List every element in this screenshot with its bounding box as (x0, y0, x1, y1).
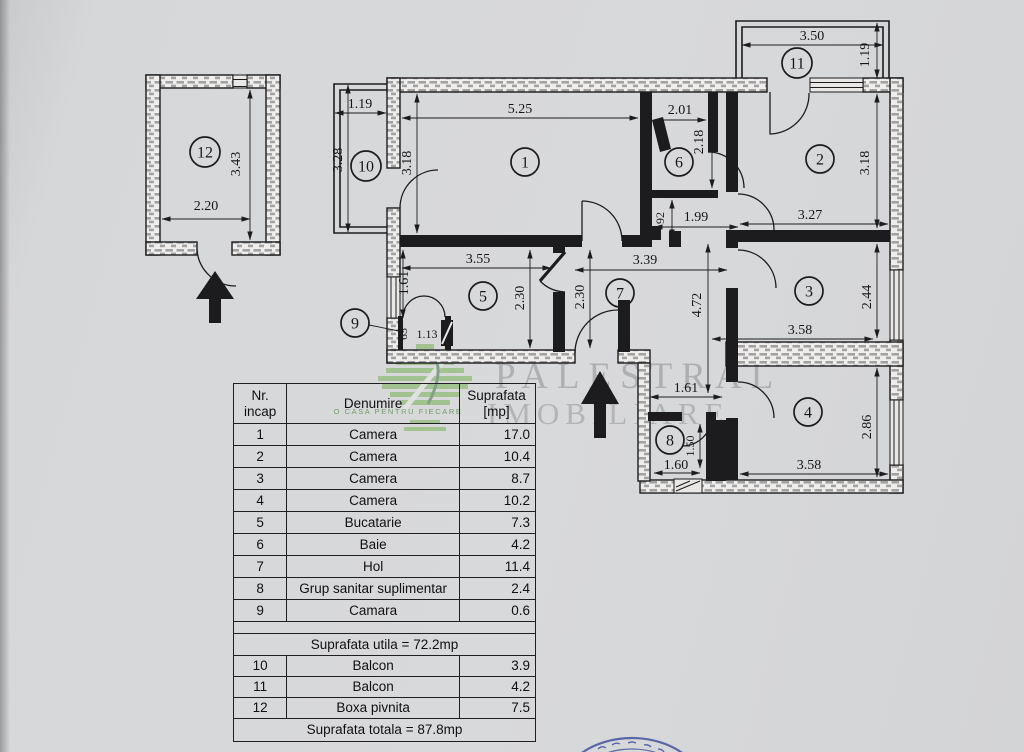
windows (386, 77, 904, 466)
dim-label: 1.19 (858, 43, 873, 68)
dim-label: 3.39 (633, 253, 658, 268)
room-label-9: 9 (340, 308, 405, 338)
svg-text:3: 3 (805, 284, 813, 301)
entrance-arrow-icon (196, 271, 234, 323)
room-label-8: 8 (655, 425, 685, 455)
dim-label: 1.99 (684, 210, 709, 225)
svg-text:1: 1 (521, 155, 529, 172)
room3-window (889, 269, 904, 341)
dim-label: 1.61 (397, 271, 412, 296)
room-numbers: 1 2 3 4 5 6 7 8 9 10 11 12 (189, 47, 835, 455)
header-nr: Nr. (251, 388, 269, 404)
dim-label: 2.44 (860, 285, 875, 310)
room-label-5: 5 (468, 281, 498, 311)
total-label: Suprafata totala = 87.8mp (233, 718, 536, 742)
dim-label: 3.18 (400, 151, 415, 176)
room-label-3: 3 (794, 276, 824, 306)
dim-label: 4.72 (690, 293, 705, 318)
kitchen-window (386, 276, 401, 319)
svg-text:6: 6 (675, 155, 683, 172)
svg-text:12: 12 (197, 145, 213, 162)
dim-label: 92 (653, 212, 667, 224)
room-label-4: 4 (793, 397, 823, 427)
dim-label: 2.20 (194, 199, 219, 214)
room-label-11: 11 (781, 47, 813, 79)
dimension-labels: 1.19 3.28 3.18 5.25 2.01 2.18 3.50 1.19 … (194, 29, 875, 473)
dimension-lines (334, 22, 889, 478)
boxa-door-arc (196, 248, 237, 287)
dim-label: 3.28 (331, 148, 346, 173)
svg-text:4: 4 (804, 405, 812, 422)
room-label-12: 12 (189, 136, 221, 168)
fixtures (441, 117, 703, 494)
room4-window (889, 399, 904, 466)
table-total-row: Suprafata totala = 87.8mp (233, 718, 536, 742)
exterior-walls (386, 77, 904, 494)
dim-label: 2.01 (668, 103, 693, 118)
dim-label: 2.18 (692, 130, 707, 155)
boxa-pivnita-room (145, 74, 281, 323)
dim-label: 3.43 (229, 152, 244, 177)
room-label-2: 2 (805, 144, 835, 174)
dim-label: 1.13 (417, 327, 438, 341)
dim-label: 1.50 (683, 436, 697, 457)
dim-label: 2.86 (860, 415, 875, 440)
dim-label: 3.27 (798, 208, 823, 223)
boxa-vent-window (232, 74, 248, 89)
dim-label: 1.61 (674, 381, 699, 396)
dim-label: 3.50 (800, 29, 825, 44)
dim-label: 1.60 (664, 458, 689, 473)
dim-label: 3.58 (797, 458, 822, 473)
svg-text:2: 2 (816, 152, 824, 169)
subtotal-label: Suprafata utila = 72.2mp (233, 633, 536, 656)
room-label-1: 1 (510, 147, 540, 177)
table-subtotal-row: Suprafata utila = 72.2mp (233, 633, 536, 656)
svg-text:9: 9 (351, 316, 359, 333)
paper-edge-shadow (0, 0, 10, 752)
dim-label: 3.55 (466, 252, 491, 267)
svg-text:11: 11 (789, 56, 804, 73)
balcony-11 (735, 20, 890, 79)
dim-label: 3.58 (788, 323, 813, 338)
svg-text:5: 5 (479, 289, 487, 306)
room2-top-window (809, 77, 864, 93)
dim-label: 2.30 (573, 285, 588, 310)
dim-label: 3.18 (858, 151, 873, 176)
dim-label: 5.25 (508, 102, 533, 117)
svg-text:8: 8 (666, 433, 674, 450)
room-label-10: 10 (350, 150, 382, 182)
header-suprafata: Suprafata (467, 388, 526, 404)
balcony-10 (333, 83, 387, 234)
svg-text:7: 7 (616, 286, 624, 303)
dim-label: 1.19 (348, 97, 373, 112)
entrance-arrow-icon (581, 371, 619, 438)
svg-text:10: 10 (358, 159, 374, 176)
bath-door-leaf (652, 117, 671, 152)
room-label-7: 7 (605, 278, 635, 308)
dim-label: 2.30 (513, 286, 528, 311)
room-label-6: 6 (664, 147, 694, 177)
